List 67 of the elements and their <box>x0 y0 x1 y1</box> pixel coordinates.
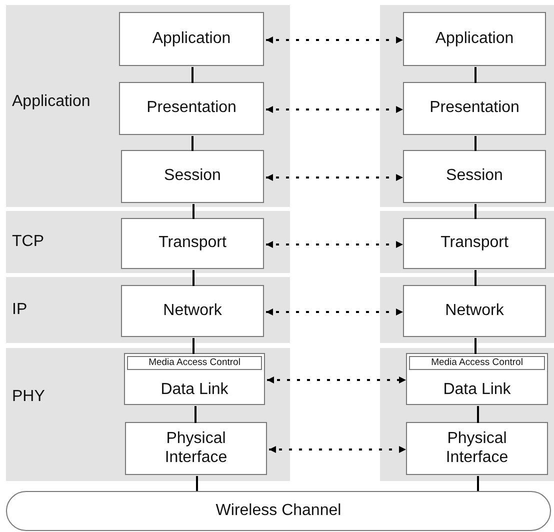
layer-box <box>403 218 546 269</box>
connector-line <box>474 67 476 83</box>
layer-name: Application <box>152 30 231 48</box>
channel-label: Wireless Channel <box>216 502 342 520</box>
double-arrow <box>266 106 403 113</box>
layer-box <box>403 12 546 66</box>
layer-name: Transport <box>158 234 226 253</box>
connector-line <box>477 406 479 423</box>
double-arrow <box>266 174 403 181</box>
layer-band <box>6 277 290 343</box>
layer-box <box>124 353 265 405</box>
layer-name: Session <box>446 167 503 186</box>
layer-box <box>125 422 267 475</box>
layer-band <box>380 348 554 481</box>
layer-band <box>6 211 290 273</box>
connector-line <box>194 406 196 423</box>
layer-name: Network <box>445 302 504 320</box>
layer-name: Presentation <box>430 99 520 118</box>
connector-line <box>474 204 476 219</box>
layer-name: Transport <box>440 234 508 253</box>
layer-name: Session <box>164 167 221 186</box>
layer-label: TCP <box>12 233 44 251</box>
layer-name: Physical Interface <box>164 430 228 467</box>
layer-box <box>121 218 264 269</box>
double-arrow <box>267 376 406 384</box>
layer-band <box>380 277 554 343</box>
connector-line <box>474 136 476 151</box>
layer-band <box>6 5 290 207</box>
connector-line <box>192 136 194 151</box>
layer-box <box>121 150 264 203</box>
connector-line <box>192 338 194 354</box>
double-arrow <box>269 446 406 453</box>
layer-name: Media Access Control <box>431 358 523 368</box>
connector-line <box>196 476 198 491</box>
double-arrow <box>266 308 403 316</box>
layer-name: Presentation <box>146 99 236 118</box>
connector-line <box>192 270 194 286</box>
layer-box <box>403 150 546 203</box>
channel-pill <box>6 491 551 531</box>
layer-label: IP <box>12 301 28 319</box>
layer-name: Application <box>435 30 514 48</box>
layer-label: Application <box>12 93 90 111</box>
layer-box <box>406 353 548 405</box>
layer-name: Data Link <box>160 380 228 400</box>
double-arrow <box>266 241 403 248</box>
connector-line <box>474 338 476 354</box>
connector-line <box>477 476 479 491</box>
layer-band <box>380 211 554 273</box>
layer-box <box>119 82 264 135</box>
layer-label: PHY <box>12 388 45 406</box>
layer-box <box>406 422 548 475</box>
connector-line <box>192 204 194 219</box>
layer-box <box>403 82 546 135</box>
layer-box <box>121 285 264 337</box>
layer-band <box>380 5 554 207</box>
layer-box <box>403 285 546 337</box>
layer-name: Data Link <box>443 380 511 400</box>
sublayer-box <box>127 356 262 370</box>
layer-name: Media Access Control <box>148 358 240 368</box>
layer-band <box>6 348 290 481</box>
layer-box <box>119 12 264 66</box>
connector-line <box>474 270 476 286</box>
connector-line <box>192 67 194 83</box>
sublayer-box <box>409 356 545 370</box>
double-arrow <box>266 36 403 44</box>
layer-name: Physical Interface <box>444 430 510 467</box>
layer-name: Network <box>163 302 222 320</box>
